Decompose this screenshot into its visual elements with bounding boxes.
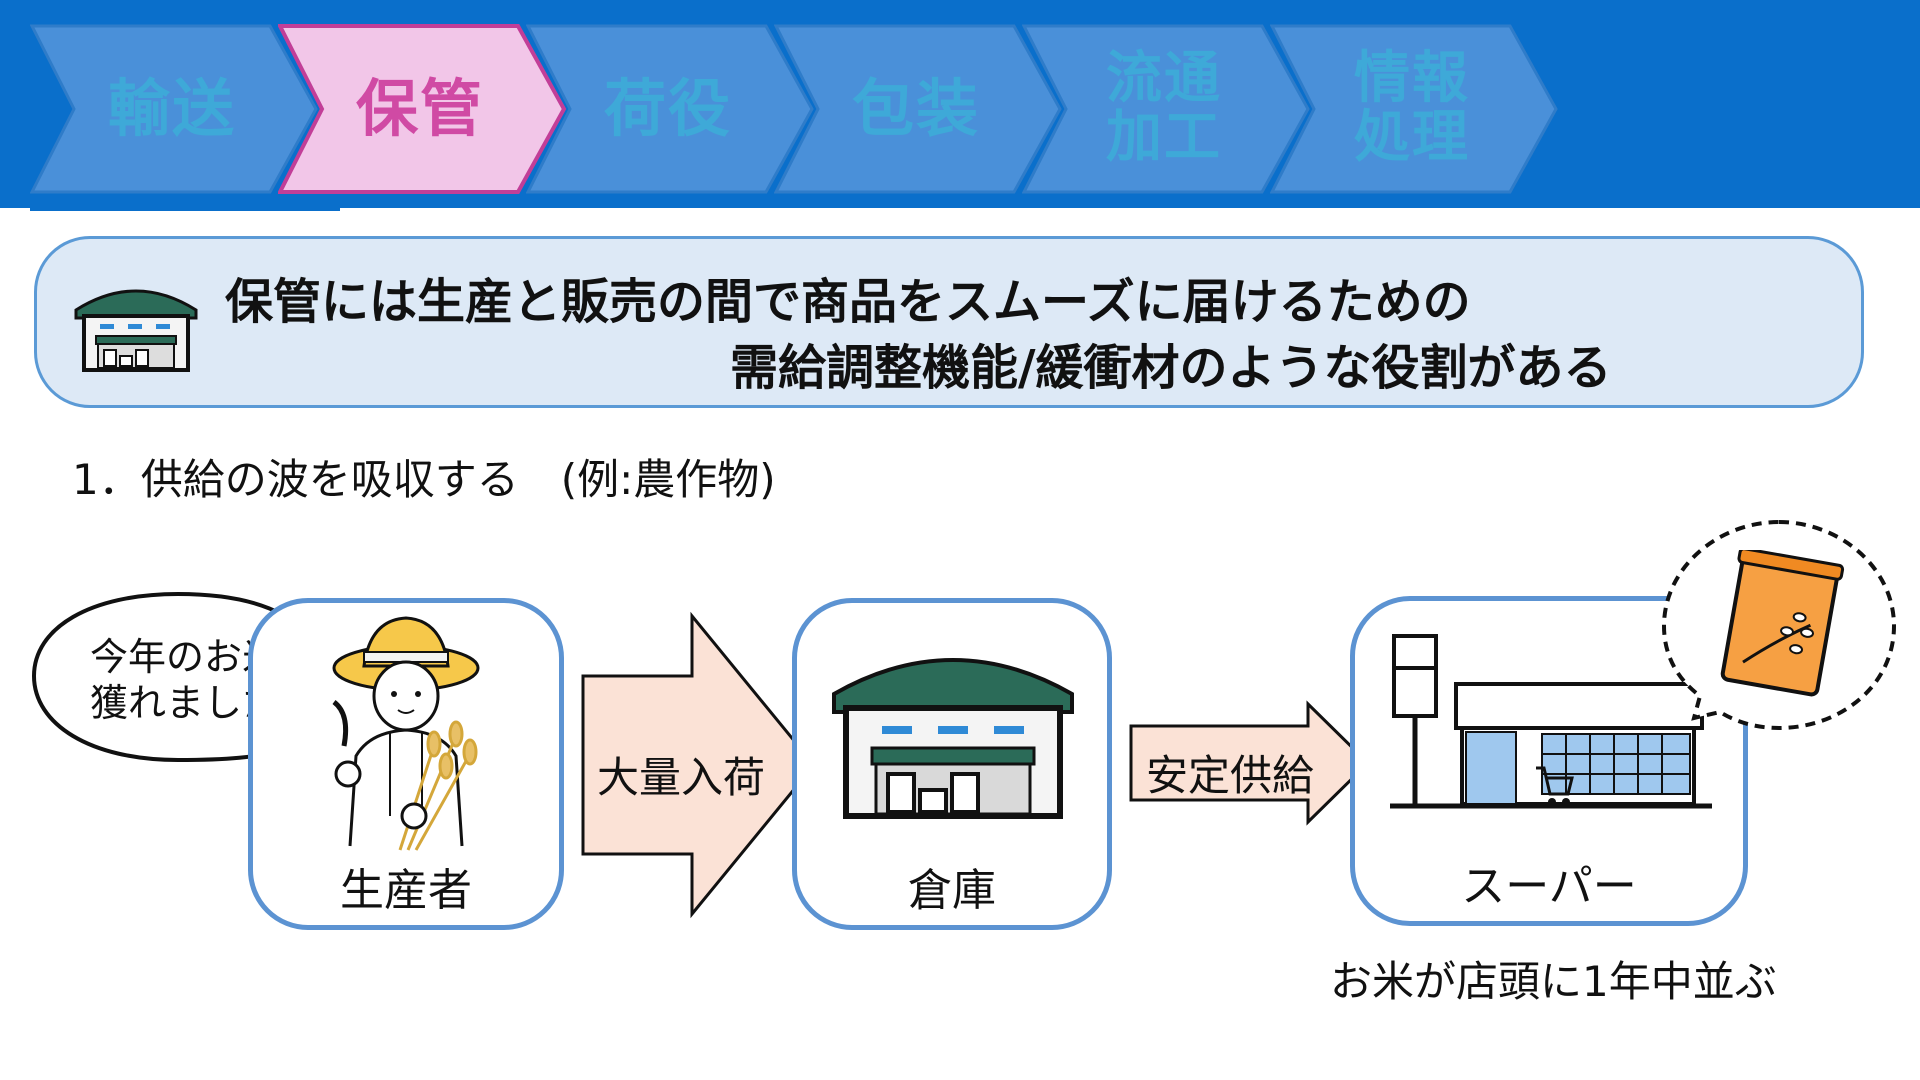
- tab-label: 情報 処理: [1354, 46, 1470, 170]
- stable-supply-arrow: [1129, 700, 1371, 826]
- tab-2[interactable]: 荷役: [526, 24, 826, 194]
- tab-chevron-shape: [526, 24, 814, 194]
- summary-banner: [34, 236, 1864, 408]
- bulk-arrival-arrow: [581, 611, 816, 919]
- tab-1[interactable]: 保管: [278, 24, 578, 194]
- section-title: 1．供給の波を吸収する (例:農作物): [72, 455, 776, 504]
- tab-chevron-shape: [30, 24, 318, 194]
- tab-0[interactable]: 輸送: [30, 24, 330, 194]
- tab-label: 流通 加工: [1106, 46, 1222, 170]
- farmer-icon: [332, 616, 480, 851]
- supermarket-caption: お米が店頭に1年中並ぶ: [1330, 957, 1777, 1006]
- tab-label: 保管: [355, 72, 484, 146]
- stable-supply-label: 安定供給: [1146, 751, 1315, 800]
- producer-label: 生産者: [340, 865, 472, 916]
- rice-bag-icon: [1720, 550, 1845, 697]
- tab-label: 荷役: [603, 72, 732, 146]
- banner-line-1: 保管には生産と販売の間で商品をスムーズに届けるための: [225, 274, 1471, 330]
- warehouse-icon: [832, 658, 1074, 819]
- tab-chevron-shape: [1022, 24, 1310, 194]
- tab-5[interactable]: 情報 処理: [1270, 24, 1570, 194]
- supermarket-icon: [1390, 634, 1712, 809]
- tab-chevron-shape: [774, 24, 1062, 194]
- tab-3[interactable]: 包装: [774, 24, 1074, 194]
- warehouse-icon: [74, 289, 198, 372]
- warehouse-label: 倉庫: [908, 865, 996, 916]
- tab-label: 輸送: [107, 72, 236, 146]
- banner-line-2: 需給調整機能/緩衝材のような役割がある: [730, 340, 1612, 396]
- tab-label: 包装: [851, 72, 980, 146]
- tab-chevron-shape: [1270, 24, 1558, 194]
- tab-4[interactable]: 流通 加工: [1022, 24, 1322, 194]
- supermarket-label: スーパー: [1461, 861, 1637, 912]
- tab-chevron-shape: [278, 24, 567, 194]
- tab-underline: [30, 208, 340, 211]
- bulk-arrival-label: 大量入荷: [597, 753, 766, 802]
